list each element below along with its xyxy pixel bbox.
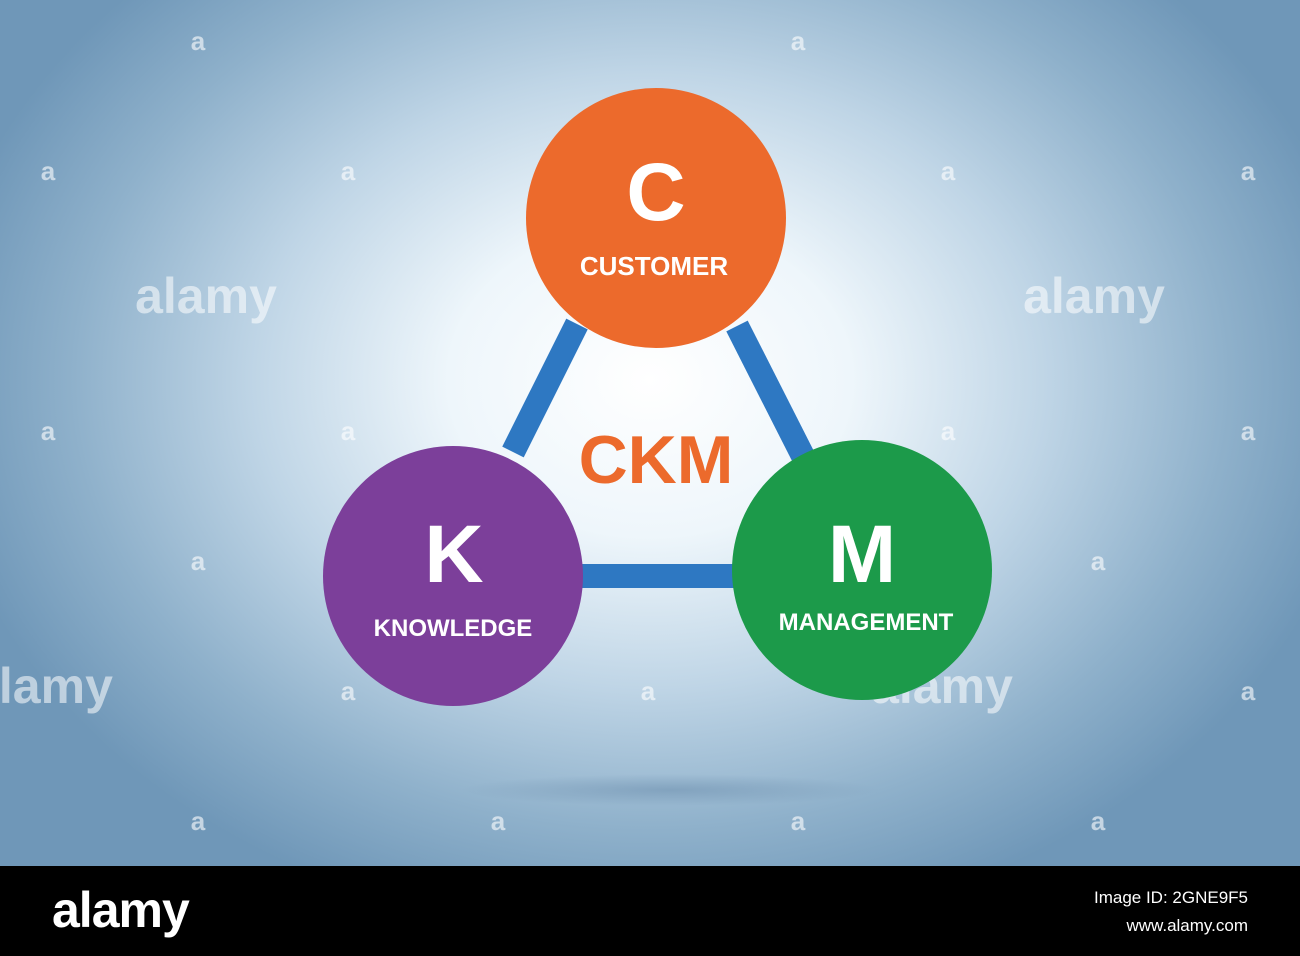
node-customer: C CUSTOMER (526, 88, 786, 348)
watermark-mark: a (1241, 156, 1256, 186)
connector-triangle (502, 318, 817, 588)
watermark-text: alamy (135, 268, 277, 324)
watermark-mark: a (791, 26, 806, 56)
watermark-mark: a (941, 416, 956, 446)
image-canvas: alamy alamy alamy alamy a a a a a a a a … (0, 0, 1300, 866)
footer-bar: alamy Image ID: 2GNE9F5 www.alamy.com (0, 866, 1300, 956)
node-knowledge: K KNOWLEDGE (323, 446, 583, 706)
knowledge-label: KNOWLEDGE (374, 615, 533, 642)
ckm-diagram: alamy alamy alamy alamy a a a a a a a a … (0, 26, 1256, 836)
management-letter: M (828, 509, 896, 600)
site-url-label: www.alamy.com (1126, 916, 1248, 935)
watermark-mark: a (191, 806, 206, 836)
management-circle (732, 440, 992, 700)
alamy-logo: alamy (52, 882, 190, 938)
watermark-mark: a (41, 416, 56, 446)
node-management: M MANAGEMENT (732, 440, 992, 700)
connector-right (726, 320, 817, 468)
connector-left (502, 318, 588, 458)
management-label: MANAGEMENT (779, 609, 954, 636)
watermark-mark: a (941, 156, 956, 186)
center-label: CKM (579, 422, 734, 498)
watermark-mark: a (341, 416, 356, 446)
watermark-mark: a (791, 806, 806, 836)
watermark-text: alamy (1023, 268, 1165, 324)
customer-circle (526, 88, 786, 348)
watermark-mark: a (1091, 546, 1106, 576)
watermark-mark: a (641, 676, 656, 706)
watermark-mark: a (1241, 416, 1256, 446)
watermark-mark: a (341, 676, 356, 706)
customer-letter: C (626, 147, 685, 238)
floor-shadow (460, 774, 880, 806)
watermark-mark: a (491, 806, 506, 836)
watermark-mark: a (1091, 806, 1106, 836)
watermark-mark: a (191, 546, 206, 576)
knowledge-letter: K (424, 509, 483, 600)
watermark-mark: a (1241, 676, 1256, 706)
watermark-mark: a (191, 26, 206, 56)
image-id-label: Image ID: 2GNE9F5 (1093, 888, 1248, 907)
knowledge-circle (323, 446, 583, 706)
watermark-text: alamy (0, 658, 113, 714)
watermark-mark: a (41, 156, 56, 186)
watermark-mark: a (341, 156, 356, 186)
customer-label: CUSTOMER (580, 251, 729, 281)
